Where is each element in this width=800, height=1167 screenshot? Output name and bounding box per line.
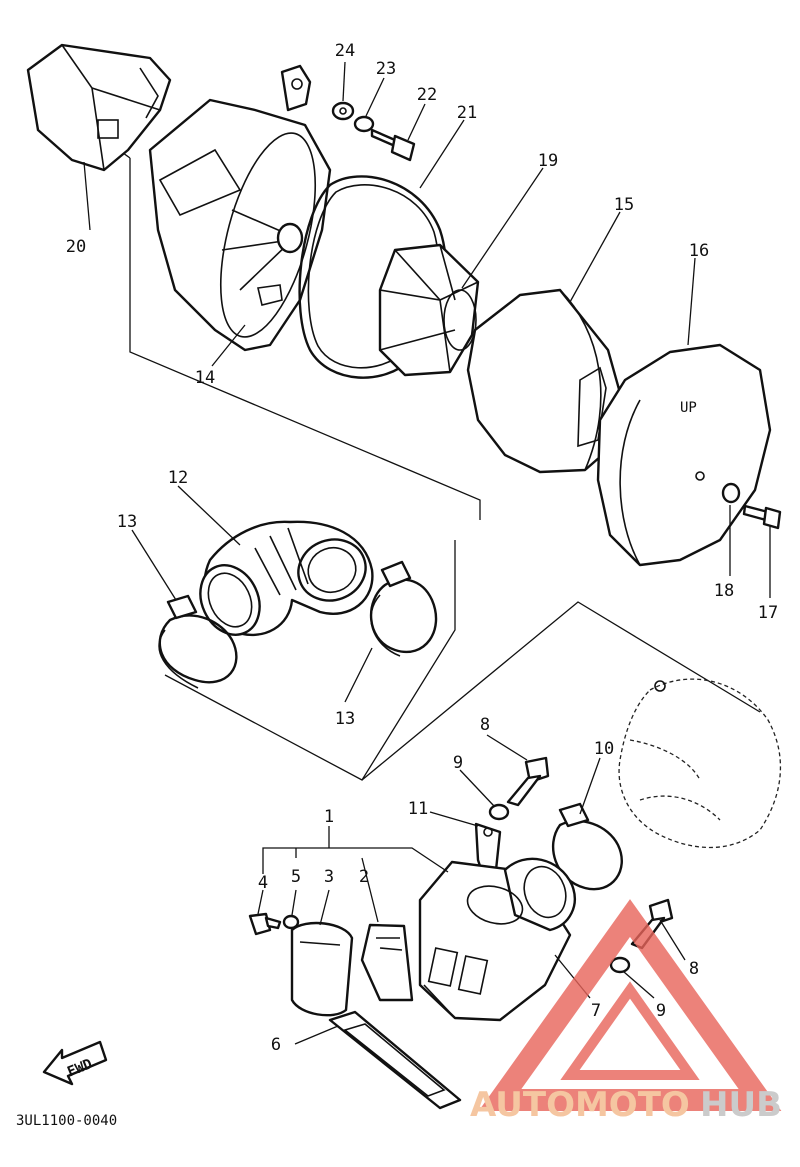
label-2: 2 xyxy=(359,867,369,887)
label-15: 15 xyxy=(614,195,634,215)
label-13-right: 13 xyxy=(335,709,355,729)
label-24: 24 xyxy=(335,41,355,61)
label-12: 12 xyxy=(168,468,188,488)
label-8-upper: 8 xyxy=(480,715,490,735)
label-19: 19 xyxy=(538,151,558,171)
label-8-lower: 8 xyxy=(689,959,699,979)
part-1-reed-valve-assembly xyxy=(418,857,576,1022)
part-12-joint-hose xyxy=(199,520,374,637)
label-23: 23 xyxy=(376,59,396,79)
leader-lines xyxy=(83,61,771,1045)
part-2-reed-plate xyxy=(360,923,414,1002)
part-14-filter-case xyxy=(148,64,332,352)
label-16: 16 xyxy=(689,241,709,261)
label-14: 14 xyxy=(195,368,215,388)
part-3-reed-stopper xyxy=(290,921,354,1017)
label-3: 3 xyxy=(324,867,334,887)
part-23-washer xyxy=(353,115,375,133)
watermark-text-hub: HUB xyxy=(700,1085,782,1125)
label-10: 10 xyxy=(594,739,614,759)
part-4-screw xyxy=(248,912,282,936)
lower-group-frame xyxy=(361,601,761,781)
part-9-washer-lower xyxy=(609,956,631,974)
label-9-upper: 9 xyxy=(453,753,463,773)
label-13-left: 13 xyxy=(117,512,137,532)
label-18: 18 xyxy=(714,581,734,601)
part-16-cover: UP xyxy=(596,343,772,567)
upper-group-frame xyxy=(129,158,481,520)
middle-group-frame xyxy=(164,540,456,781)
part-20-intake-duct xyxy=(26,43,172,172)
part-22-bolt xyxy=(370,128,416,162)
part-17-screw xyxy=(742,504,782,530)
diagram-code: 3UL1100-0040 xyxy=(16,1113,117,1129)
label-20: 20 xyxy=(66,237,86,257)
label-4: 4 xyxy=(258,873,268,893)
part-18-washer xyxy=(721,482,741,504)
cover-up-mark: UP xyxy=(680,400,697,416)
label-17: 17 xyxy=(758,603,778,623)
fwd-arrow-icon: FWD xyxy=(42,1040,108,1086)
watermark-text-auto: AUTOMOTO xyxy=(470,1085,690,1125)
part-24-washer xyxy=(331,101,355,121)
label-1: 1 xyxy=(324,807,334,827)
part-6-gasket xyxy=(328,1010,462,1110)
label-6: 6 xyxy=(271,1035,281,1055)
label-22: 22 xyxy=(417,85,437,105)
part-15-filter-element xyxy=(466,288,624,474)
label-5: 5 xyxy=(291,867,301,887)
label-9-lower: 9 xyxy=(656,1001,666,1021)
part-19-element-frame xyxy=(378,243,480,377)
part-8-bolt-upper xyxy=(506,756,550,807)
part-9-washer-upper xyxy=(488,803,510,821)
label-11: 11 xyxy=(408,799,428,819)
part-13-clamp-left xyxy=(158,594,238,689)
engine-outline xyxy=(618,678,782,849)
label-21: 21 xyxy=(457,103,477,123)
watermark-logo: AUTOMOTO HUB xyxy=(470,899,782,1125)
label-7: 7 xyxy=(591,1001,601,1021)
part-13-clamp-right xyxy=(370,560,438,657)
part-5-washer xyxy=(282,914,300,930)
